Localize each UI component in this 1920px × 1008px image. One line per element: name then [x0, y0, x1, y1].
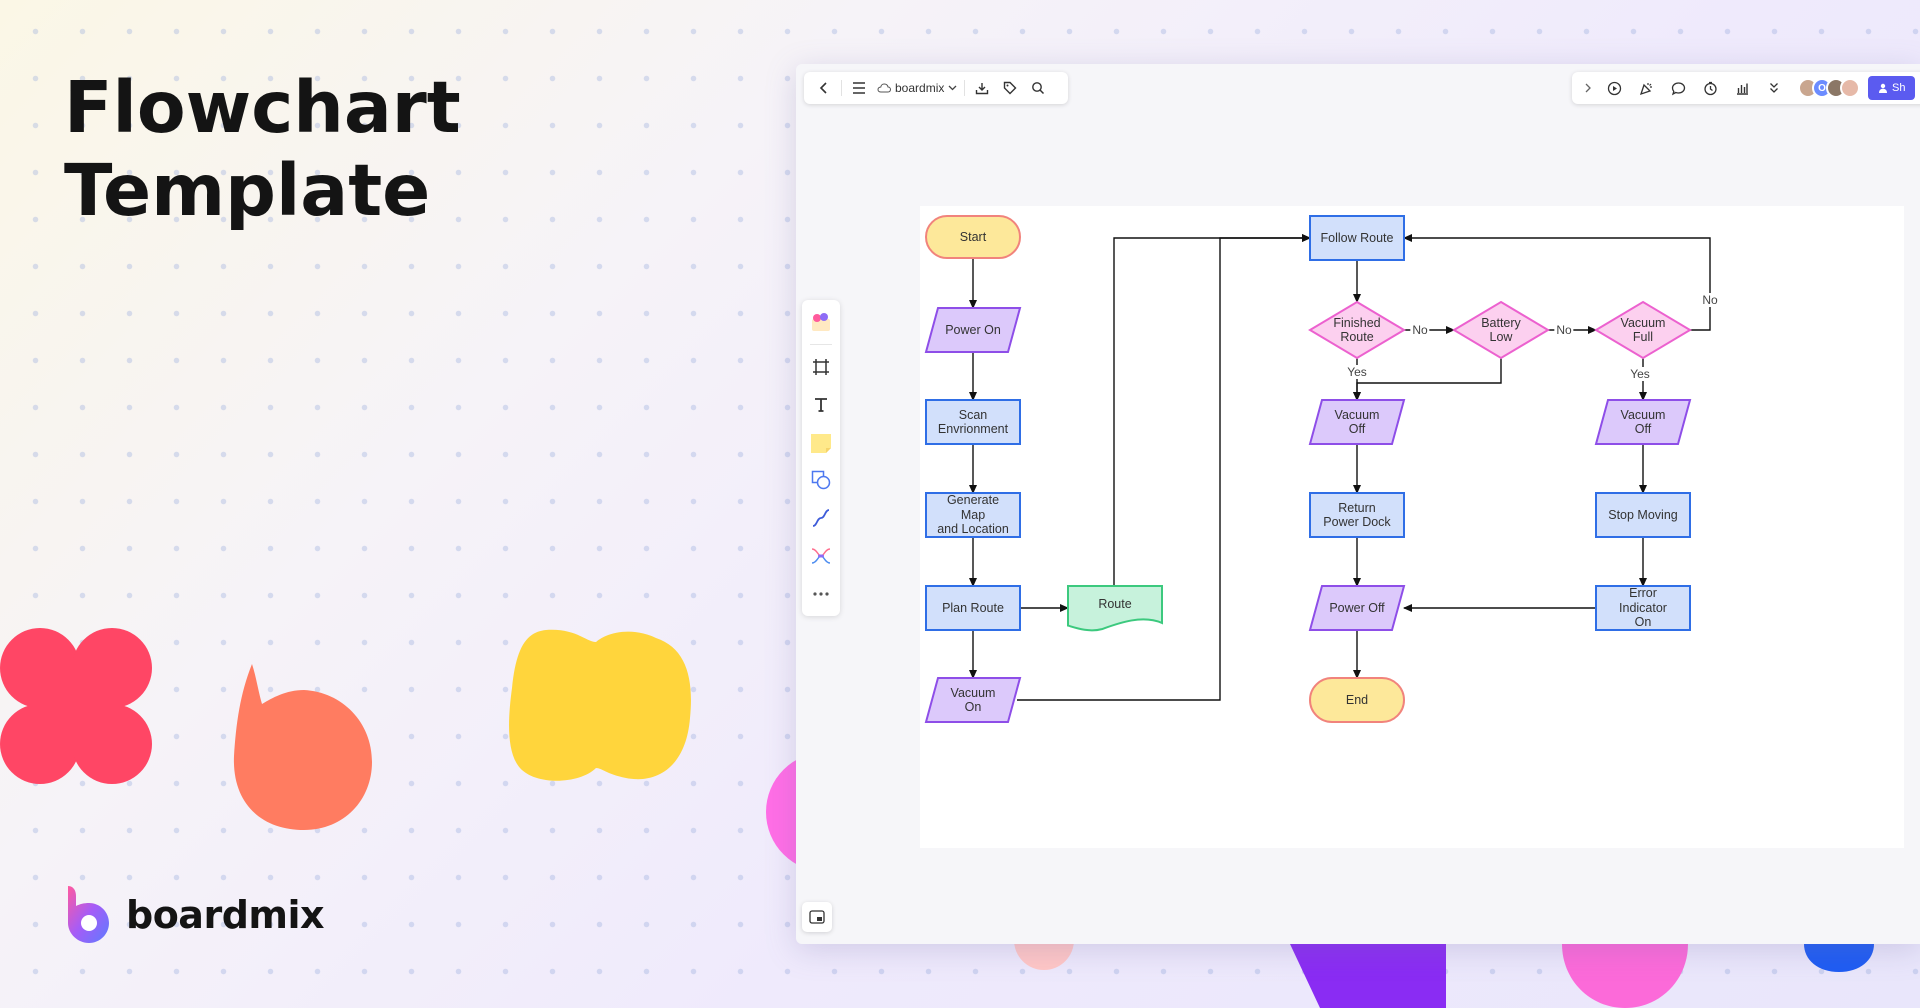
avatar [1840, 78, 1860, 98]
share-label: Sh [1892, 82, 1906, 94]
flow-connector[interactable] [1113, 234, 1311, 586]
tool-divider [810, 343, 832, 345]
edge-label-full-no: No [1700, 293, 1720, 307]
text-icon[interactable] [806, 389, 836, 421]
chevron-right-icon[interactable] [1578, 74, 1598, 102]
mindmap-icon[interactable] [806, 540, 836, 572]
title-line-2: Template [64, 149, 431, 232]
flow-node-label: End [1345, 692, 1369, 707]
toolbar-divider [964, 80, 966, 96]
flow-node-label: Start [959, 229, 987, 244]
boardmix-logo-icon [68, 886, 109, 943]
flowchart-connectors [969, 234, 1711, 701]
template-icon[interactable] [806, 306, 836, 338]
flow-node-label: Follow Route [1320, 230, 1394, 245]
connector-icon[interactable] [806, 502, 836, 534]
timer-icon[interactable] [1694, 74, 1726, 102]
brand-logo: boardmix [64, 886, 325, 944]
title-line-1: Flowchart [64, 66, 461, 149]
app-window: boardmix [796, 64, 1920, 944]
flow-node-follow[interactable]: Follow Route [1309, 215, 1405, 261]
comment-icon[interactable] [1662, 74, 1694, 102]
cloud-icon [877, 83, 891, 93]
shape-icon[interactable] [806, 465, 836, 497]
flow-connector[interactable] [1017, 234, 1311, 701]
purple-quarter-shape [1290, 944, 1446, 1008]
chart-icon[interactable] [1726, 74, 1758, 102]
minimap-button[interactable] [802, 902, 832, 932]
toolbar-divider [841, 80, 842, 96]
flow-node-power-on[interactable]: Power On [924, 307, 1022, 353]
top-right-toolbar: O Sh [1572, 72, 1920, 104]
menu-icon[interactable] [845, 74, 873, 102]
user-icon [1879, 83, 1887, 93]
left-tool-panel [802, 300, 840, 616]
flow-node-start[interactable]: Start [925, 215, 1021, 259]
document-name: boardmix [895, 81, 945, 95]
flow-node-label: Plan Route [942, 600, 1004, 615]
brand-name: boardmix [126, 893, 325, 937]
flow-node-route[interactable]: Route [1067, 585, 1163, 632]
back-arrow-icon[interactable] [810, 74, 838, 102]
tag-icon[interactable] [996, 74, 1024, 102]
flow-node-stop[interactable]: Stop Moving [1595, 492, 1691, 538]
download-icon[interactable] [968, 74, 996, 102]
light-pink-circle-shape [1014, 944, 1074, 970]
yellow-cloud-shape [509, 629, 691, 781]
flow-node-end[interactable]: End [1309, 677, 1405, 723]
page-title: Flowchart Template [64, 66, 461, 232]
flow-node-plan[interactable]: Plan Route [925, 585, 1021, 631]
top-left-toolbar: boardmix [804, 72, 1068, 104]
chevron-down-icon [948, 85, 957, 91]
flow-node-label: Stop Moving [1608, 507, 1678, 522]
orange-drop-shape [233, 664, 372, 830]
share-button[interactable]: Sh [1868, 76, 1916, 100]
celebrate-icon[interactable] [1630, 74, 1662, 102]
collaborator-avatars[interactable]: O [1798, 78, 1860, 98]
edge-label-fin-no: No [1410, 323, 1430, 337]
document-name-dropdown[interactable]: boardmix [873, 81, 961, 95]
frame-icon[interactable] [806, 351, 836, 383]
search-icon[interactable] [1024, 74, 1052, 102]
flow-node-poweroff[interactable]: Power Off [1308, 585, 1406, 631]
play-icon[interactable] [1598, 74, 1630, 102]
magenta-circle-shape [1562, 944, 1688, 1008]
red-flower-shape [0, 628, 152, 784]
flow-node-label: Power Off [1329, 600, 1385, 615]
blue-circle-shape [1804, 944, 1874, 972]
flow-node-label: Route [1098, 596, 1132, 611]
flow-node-label: Power On [945, 322, 1001, 337]
flow-connector[interactable] [1353, 358, 1502, 401]
edge-label-bat-no: No [1554, 323, 1574, 337]
sticky-note-icon[interactable] [806, 427, 836, 459]
flow-connector[interactable] [1403, 234, 1711, 331]
minimap-icon [809, 910, 825, 924]
edge-label-full-yes: Yes [1628, 367, 1652, 381]
more-chevron-icon[interactable] [1758, 74, 1790, 102]
more-dots-icon[interactable] [806, 578, 836, 610]
edge-label-fin-yes: Yes [1345, 365, 1369, 379]
